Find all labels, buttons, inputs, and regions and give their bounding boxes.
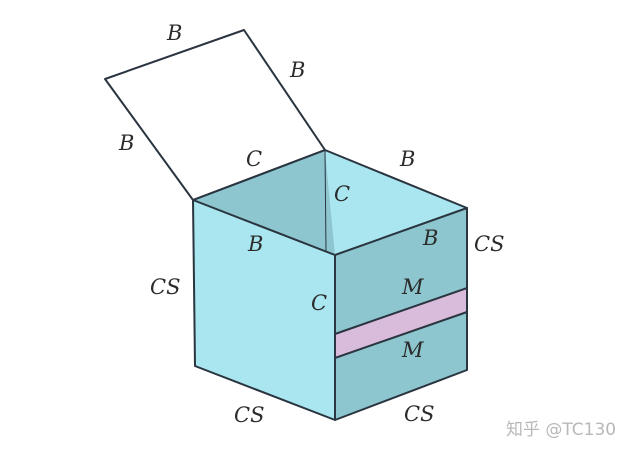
label-m-lower: M xyxy=(401,338,424,362)
label-right-rim: B xyxy=(422,226,438,250)
label-bottom-right: CS xyxy=(404,402,434,426)
label-left-face: CS xyxy=(150,275,180,299)
label-bottom-left: CS xyxy=(234,403,264,427)
label-back-right: B xyxy=(399,147,415,171)
left-face xyxy=(193,200,335,420)
label-right-top: CS xyxy=(474,232,504,256)
watermark: 知乎 @TC130 xyxy=(506,420,616,440)
inner-corner-line xyxy=(324,149,327,253)
label-lid-top: B xyxy=(166,21,182,45)
right-inner-wall xyxy=(325,150,467,255)
label-front-rim: B xyxy=(247,232,263,256)
label-lid-left: B xyxy=(118,131,134,155)
back-inner-wall-right xyxy=(193,150,335,255)
label-m-upper: M xyxy=(401,275,424,299)
label-lid-hinge: C xyxy=(246,147,262,171)
label-front-edge: C xyxy=(311,291,327,315)
label-inner-corner: C xyxy=(334,182,350,206)
label-lid-right: B xyxy=(289,58,305,82)
